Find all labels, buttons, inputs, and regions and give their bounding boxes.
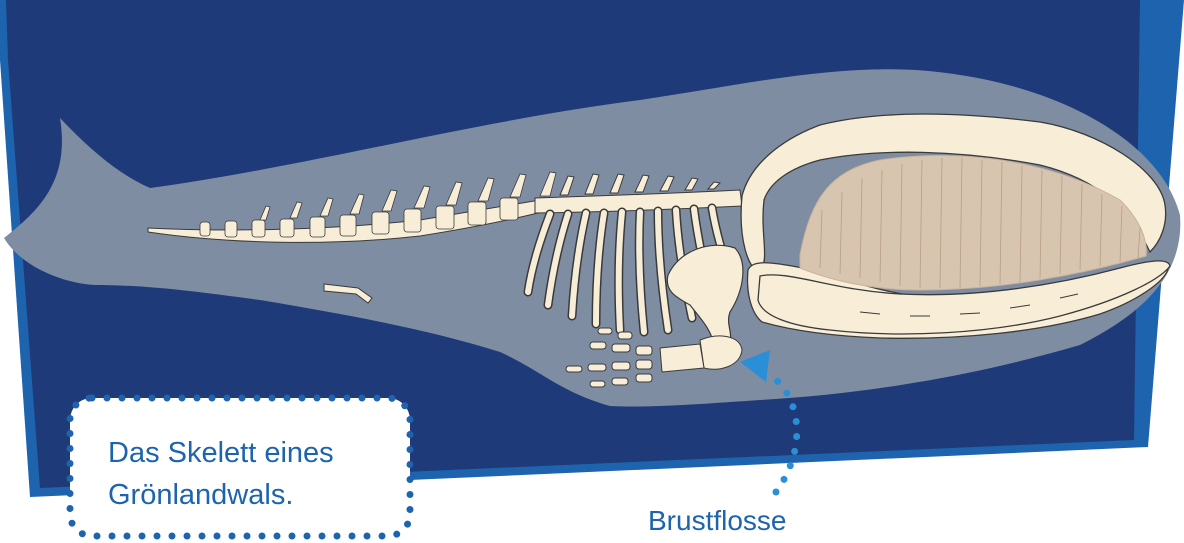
pectoral-fin-label: Brustflosse [648,505,787,537]
caption-line-2: Grönlandwals. [108,474,334,516]
caption-box: Das Skelett eines Grönlandwals. [68,392,413,535]
caption-line-1: Das Skelett eines [108,432,334,474]
caption-text: Das Skelett eines Grönlandwals. [108,432,334,516]
